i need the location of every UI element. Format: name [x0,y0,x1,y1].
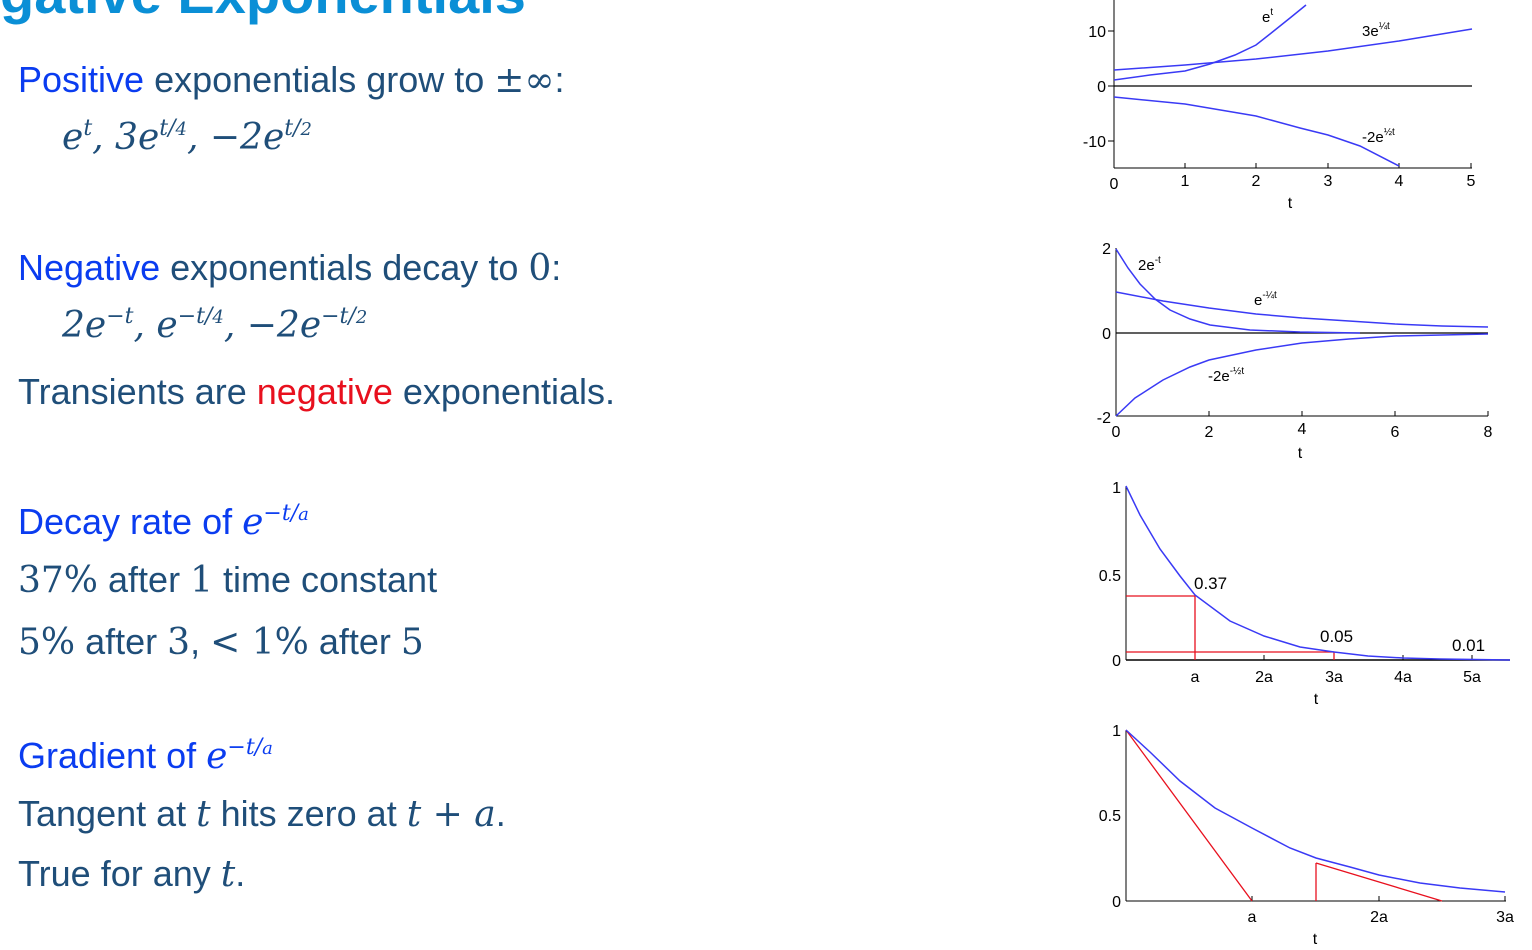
chart-4-xtick: 2a [1370,909,1388,926]
chart-1-ytick: -10 [1083,134,1106,151]
tangent-at-0 [1125,729,1253,902]
chart-3-xtick: 5a [1463,669,1481,686]
chart-1-ytick: 0 [1097,79,1106,96]
chart-4-ytick: 0 [1112,894,1121,911]
chart-1-xtick: 0 [1110,176,1119,193]
chart-1-xlabel: t [1288,195,1293,212]
chart-1-xtick: 4 [1395,173,1404,190]
decay-5-line: 5% after 3, < 1% after 5 [18,621,424,663]
chart-1: 10 0 -10 0 1 2 3 4 5 t et 3e¼t -2e½t [1083,0,1476,212]
positive-heading: Positive exponentials grow to ±∞: [18,58,564,102]
chart-4-xlabel: t [1313,931,1318,948]
series-e-neg-quarter-t [1115,291,1489,328]
negative-highlight: negative [256,371,393,412]
series-neg2e-neg-half-t [1115,333,1489,417]
chart-2-label-e: e-¼t [1254,289,1277,309]
chart-3-xtick: 3a [1325,669,1343,686]
chart-2-ytick: 0 [1102,326,1111,343]
chart-1-label-neg2e: -2e½t [1362,127,1395,146]
chart-2-ytick: 2 [1102,241,1111,258]
chart-4-ytick: 1 [1112,723,1121,740]
true-for-any-line: True for any t. [18,853,246,895]
gradient-heading: Gradient of e−t/a [18,735,273,777]
decay-rate-heading: Decay rate of e−t/a [18,501,309,543]
chart-4: 1 0.5 0 a 2a 3a t [1099,723,1514,948]
chart-2-xtick: 8 [1484,424,1493,441]
chart-1-label-e-t: et [1262,7,1273,26]
chart-4-xtick: 3a [1496,909,1514,926]
chart-2-xtick: 2 [1205,424,1214,441]
chart-4-ytick: 0.5 [1099,808,1121,825]
negative-heading: Negative exponentials decay to 0: [18,246,561,290]
chart-3-ytick: 0 [1112,653,1121,670]
label-037: 0.37 [1194,574,1227,593]
marker-05 [1126,651,1335,660]
chart-2-label-neg2e: -2e-½t [1208,366,1244,385]
marker-37 [1126,595,1196,660]
chart-3-ytick: 1 [1112,480,1121,497]
chart-1-ytick: 10 [1088,24,1106,41]
decay-37-line: 37% after 1 time constant [18,559,438,601]
positive-expressions: et, 3et/4, −2et/2 [62,116,312,158]
label-001: 0.01 [1452,636,1485,655]
negative-expressions: 2e−t, e−t/4, −2e−t/2 [62,304,368,346]
colon: : [551,247,562,288]
chart-1-xtick: 1 [1181,173,1190,190]
chart-3-ytick: 0.5 [1099,568,1121,585]
chart-4-xtick: a [1248,909,1257,926]
series-neg2e-half-t [1113,96,1400,167]
zero: 0 [528,248,552,289]
chart-2-xtick: 4 [1298,421,1307,438]
chart-1-label-3e: 3e¼t [1362,20,1390,40]
positive-keyword: Positive [18,59,145,100]
chart-1-xtick: 3 [1324,173,1333,190]
chart-2-xlabel: t [1298,445,1303,462]
chart-1-xtick: 5 [1467,173,1476,190]
chart-1-xtick: 2 [1252,173,1261,190]
chart-3-xtick: a [1191,669,1200,686]
chart-2-xtick: 0 [1112,424,1121,441]
chart-3-xtick: 4a [1394,669,1412,686]
chart-3: 1 0.5 0 a 2a 3a 4a 5a t 0.37 0.05 0.01 [1099,480,1511,708]
chart-2-label-2e: 2e-t [1138,255,1161,274]
negative-text: exponentials decay to [160,247,529,288]
label-005: 0.05 [1320,627,1353,646]
series-3e-quarter-t [1113,28,1473,71]
series-2e-neg-t [1115,248,1361,334]
chart-2-xtick: 6 [1391,424,1400,441]
chart-3-xlabel: t [1314,691,1319,708]
colon: : [554,59,565,100]
chart-2: 2 0 -2 0 2 4 6 8 t 2e-t e-¼t -2e-½t [1097,241,1493,462]
transients-line: Transients are negative exponentials. [18,371,616,412]
chart-3-xtick: 2a [1255,669,1273,686]
series-decay-4 [1125,729,1506,893]
series-decay [1125,485,1511,661]
chart-2-ytick: -2 [1097,410,1111,427]
tangent-line: Tangent at t hits zero at t + a. [18,793,506,835]
page-title: gative Exponentials [0,0,526,22]
tangent-at-t [1315,862,1443,902]
negative-keyword: Negative [18,247,161,288]
positive-text: exponentials grow to [144,59,495,100]
plus-minus-infinity: ±∞ [494,60,555,101]
series-e-t [1113,4,1307,81]
